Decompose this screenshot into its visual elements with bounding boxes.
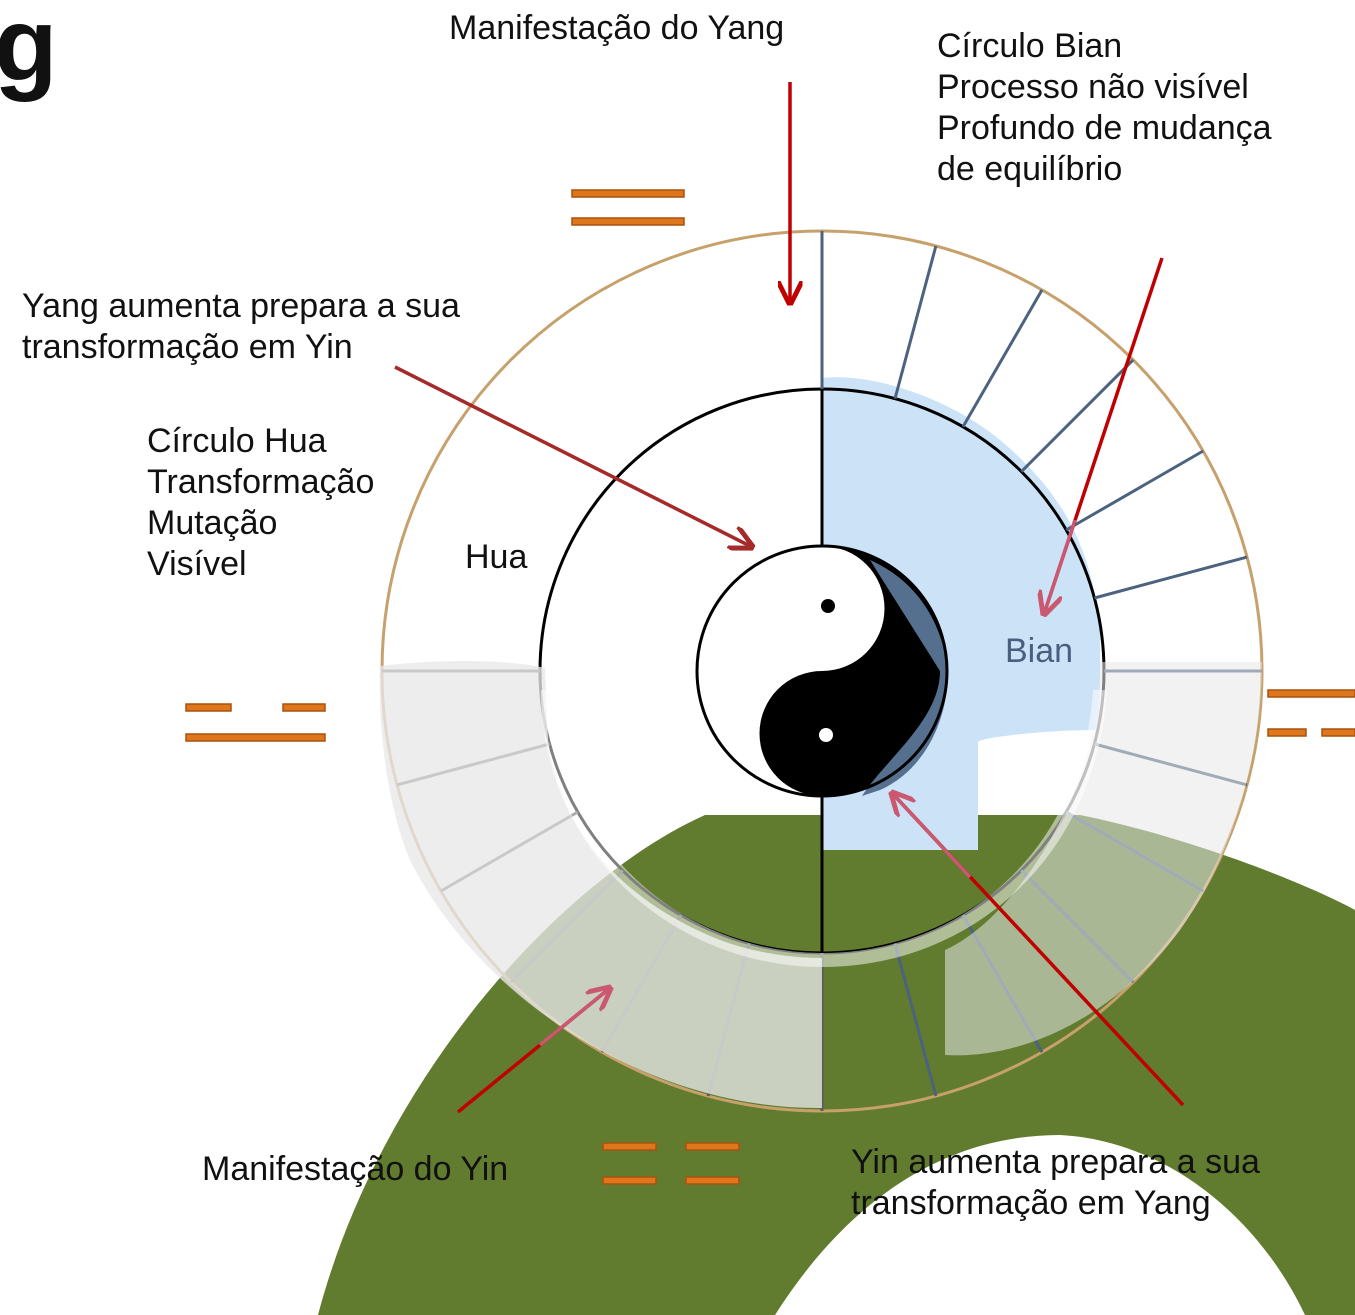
label-yang-increases: Yang aumenta prepara a sua transformação… [22,286,460,368]
label-line: transformação em Yang [851,1184,1211,1222]
sector-line [1094,555,1248,600]
label-line: Visível [147,545,247,583]
bian-band [945,662,1262,1056]
label-line: Mutação [147,504,278,542]
label-bian: Bian [1005,632,1074,670]
arrow-yin-increases-tip [892,793,972,879]
trigram-left [185,703,326,742]
label-line: Profundo de mudança [937,109,1272,147]
sector-line [961,289,1044,428]
sector-line [893,943,938,1097]
arrow-yang-increases [394,365,752,547]
label-hua-circle: Círculo Hua Transformação Mutação Visíve… [147,421,374,585]
trigram-right [1267,689,1355,737]
arrow-bian-circle-tip [1044,519,1077,614]
label-line: Círculo Hua [147,422,327,460]
trigram-bottom [602,1142,740,1185]
label-bian-circle: Círculo Bian Processo não visível Profun… [937,26,1272,190]
label-yin-manifestation: Manifestação do Yin [202,1150,509,1188]
hua-band [379,661,822,1109]
sector-line [1020,358,1135,473]
label-line: Transformação [147,463,375,501]
trigram-top [571,189,685,226]
label-line: Yin aumenta prepara a sua [851,1143,1260,1181]
arrow-yin-manifestation-tip [538,988,610,1047]
label-line: Yang aumenta prepara a sua [22,287,460,325]
title-fragment: g [0,0,58,103]
label-yin-increases: Yin aumenta prepara a sua transformação … [851,1142,1260,1224]
sector-line [1065,449,1204,532]
label-line: Processo não visível [937,68,1249,106]
label-line: de equilíbrio [937,150,1123,188]
sector-line [893,245,938,399]
label-yang-manifestation: Manifestação do Yang [449,9,785,47]
inner-glow [541,689,1107,968]
label-line: Círculo Bian [937,27,1123,65]
label-hua: Hua [465,538,528,576]
yin-yang-symbol [695,544,949,798]
label-line: transformação em Yin [22,328,353,366]
